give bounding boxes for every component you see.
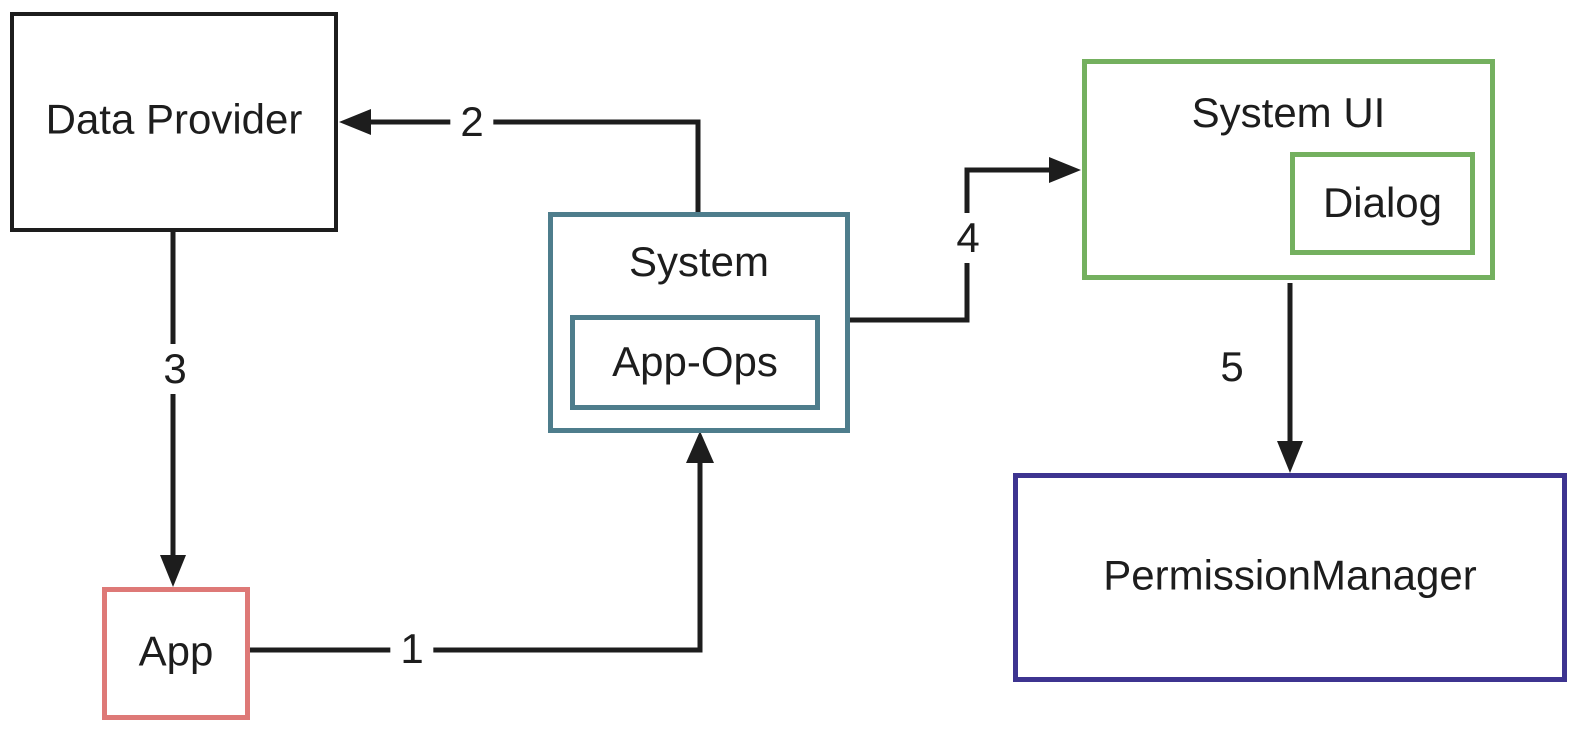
node-system-ui-label: System UI	[1191, 89, 1386, 136]
arrow-1-app-to-system	[250, 431, 714, 653]
arrow-3-data-provider-to-app	[160, 232, 186, 587]
node-system: System App-Ops	[548, 212, 850, 433]
node-data-provider-label: Data Provider	[45, 95, 303, 143]
edge-label-4: 4	[946, 213, 990, 263]
node-dialog-label: Dialog	[1322, 179, 1443, 227]
edge-label-3: 3	[153, 344, 197, 394]
node-app-ops-label: App-Ops	[612, 338, 778, 386]
edge-label-5: 5	[1210, 342, 1254, 392]
node-app: App	[102, 587, 250, 720]
edge-label-2: 2	[450, 97, 494, 147]
node-permission-manager-label: PermissionManager	[1103, 551, 1477, 599]
node-system-ui: System UI Dialog	[1082, 59, 1495, 280]
node-app-ops: App-Ops	[570, 315, 820, 410]
arrow-2-system-to-data-provider	[339, 109, 701, 212]
arrow-5-system-ui-to-permission-manager	[1277, 283, 1303, 473]
node-data-provider: Data Provider	[10, 12, 338, 232]
node-dialog: Dialog	[1290, 152, 1475, 255]
edge-label-1: 1	[390, 624, 434, 674]
node-permission-manager: PermissionManager	[1013, 473, 1567, 682]
node-system-label: System	[628, 238, 770, 285]
node-app-label: App	[138, 627, 214, 675]
